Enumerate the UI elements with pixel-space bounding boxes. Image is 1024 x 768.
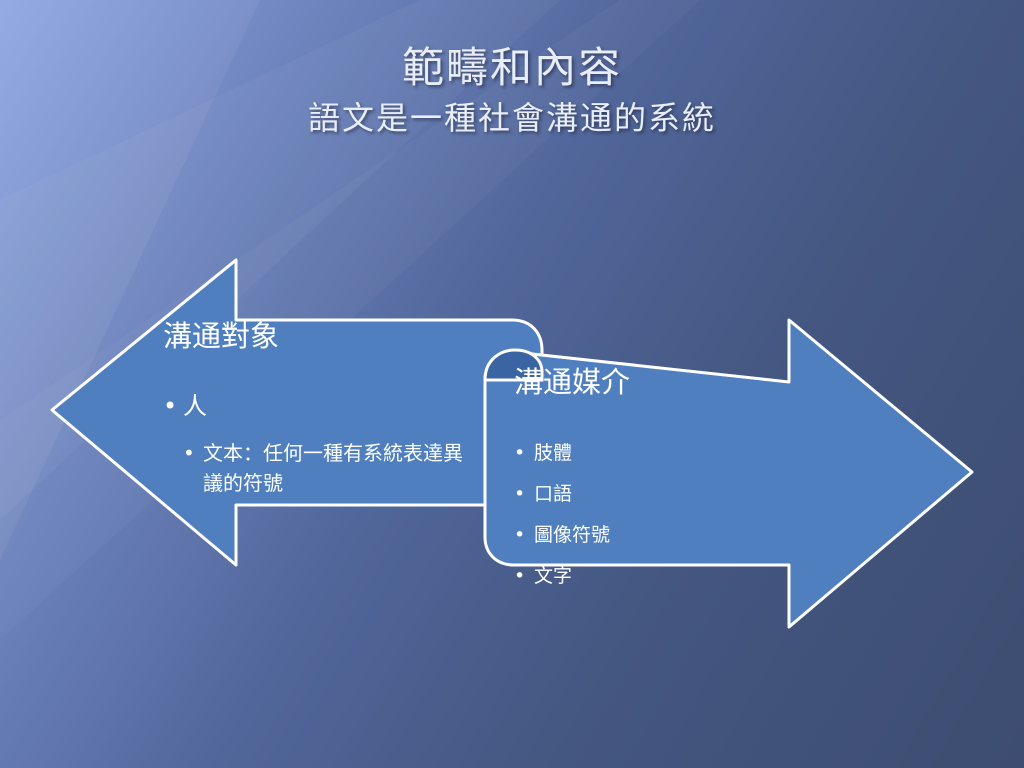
- slide-subtitle: 語文是一種社會溝通的系統: [307, 99, 716, 137]
- right-arrow-heading: 溝通媒介: [514, 365, 631, 399]
- list-item: 口語: [514, 481, 714, 507]
- slide-title: 範疇和內容: [401, 43, 622, 92]
- list-item: 文字: [514, 563, 714, 589]
- left-arrow-list: 人 文本：任何一種有系統表達異議的符號: [163, 390, 473, 498]
- list-item: 肢體: [514, 440, 714, 466]
- title-block: 範疇和內容 語文是一種社會溝通的系統: [0, 40, 1024, 140]
- right-arrow-list: 肢體 口語 圖像符號 文字: [514, 440, 714, 589]
- list-item: 圖像符號: [514, 522, 714, 548]
- list-item: 文本：任何一種有系統表達異議的符號: [183, 438, 471, 498]
- ribbon-fold: [483, 348, 544, 382]
- left-arrow-panel: 溝通對象 人 文本：任何一種有系統表達異議的符號: [163, 318, 473, 498]
- left-arrow-heading: 溝通對象: [163, 319, 280, 353]
- list-item: 人: [163, 390, 473, 422]
- right-arrow-panel: 溝通媒介 肢體 口語 圖像符號 文字: [514, 364, 714, 589]
